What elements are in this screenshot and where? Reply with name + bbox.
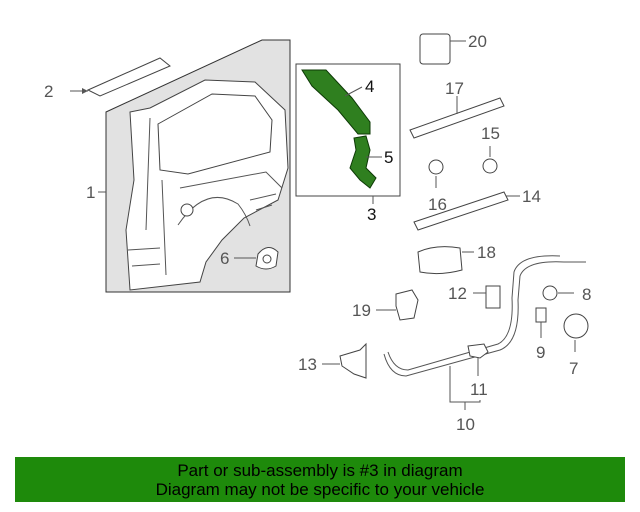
notice-line-2: Diagram may not be specific to your vehi… [155,479,485,499]
callout-3[interactable]: 3 [367,205,376,224]
callout-17[interactable]: 17 [445,79,464,98]
part-4-reinforcement [301,69,371,135]
part-11-clip[interactable] [467,343,489,359]
part-17-molding[interactable] [409,97,505,139]
part-13-bracket[interactable] [339,342,367,379]
part-5-bracket [349,135,377,189]
part-12-clip[interactable] [485,285,501,309]
part-2-strip[interactable] [86,57,171,97]
callout-15[interactable]: 15 [481,124,500,143]
part-15-bolt[interactable] [482,158,498,174]
fuel-door-opening [180,203,194,217]
part-7-fuel-door[interactable] [563,313,589,339]
notice-line-1: Part or sub-assembly is #3 in diagram [177,460,463,480]
part-20-module[interactable] [419,33,451,65]
part-9-pad[interactable] [535,307,547,323]
part-14-garnish[interactable] [413,191,509,231]
callout-19[interactable]: 19 [352,301,371,320]
callout-16[interactable]: 16 [428,195,447,214]
callout-18[interactable]: 18 [477,243,496,262]
callout-6[interactable]: 6 [220,249,229,268]
callout-13[interactable]: 13 [298,355,317,374]
notice-banner: Part or sub-assembly is #3 in diagram Di… [15,457,625,502]
callout-11[interactable]: 11 [470,380,488,399]
callout-9[interactable]: 9 [536,343,545,362]
callout-10-leader [449,366,481,410]
quarter-window-opening [157,93,273,175]
arrow-2 [82,88,88,94]
callout-14[interactable]: 14 [522,187,541,206]
callout-12[interactable]: 12 [448,284,467,303]
callout-1[interactable]: 1 [86,183,95,202]
quarter-panel-group[interactable] [105,39,291,293]
part-8-grommet[interactable] [542,285,558,301]
callout-2[interactable]: 2 [44,82,53,101]
parts-diagram: 1 2 3 4 5 6 20 17 15 16 14 18 8 [44,32,591,434]
part-18-housing[interactable] [417,246,463,275]
callout-20[interactable]: 20 [468,32,487,51]
part-19-latch[interactable] [395,289,419,321]
part-16-bolt[interactable] [428,159,444,175]
part-3-assembly-group[interactable] [295,63,401,197]
callout-5[interactable]: 5 [384,148,393,167]
callout-7[interactable]: 7 [569,359,578,378]
callout-8[interactable]: 8 [582,285,591,304]
opener-cable[interactable] [383,261,586,377]
callout-10[interactable]: 10 [456,415,475,434]
callout-4[interactable]: 4 [365,77,374,96]
